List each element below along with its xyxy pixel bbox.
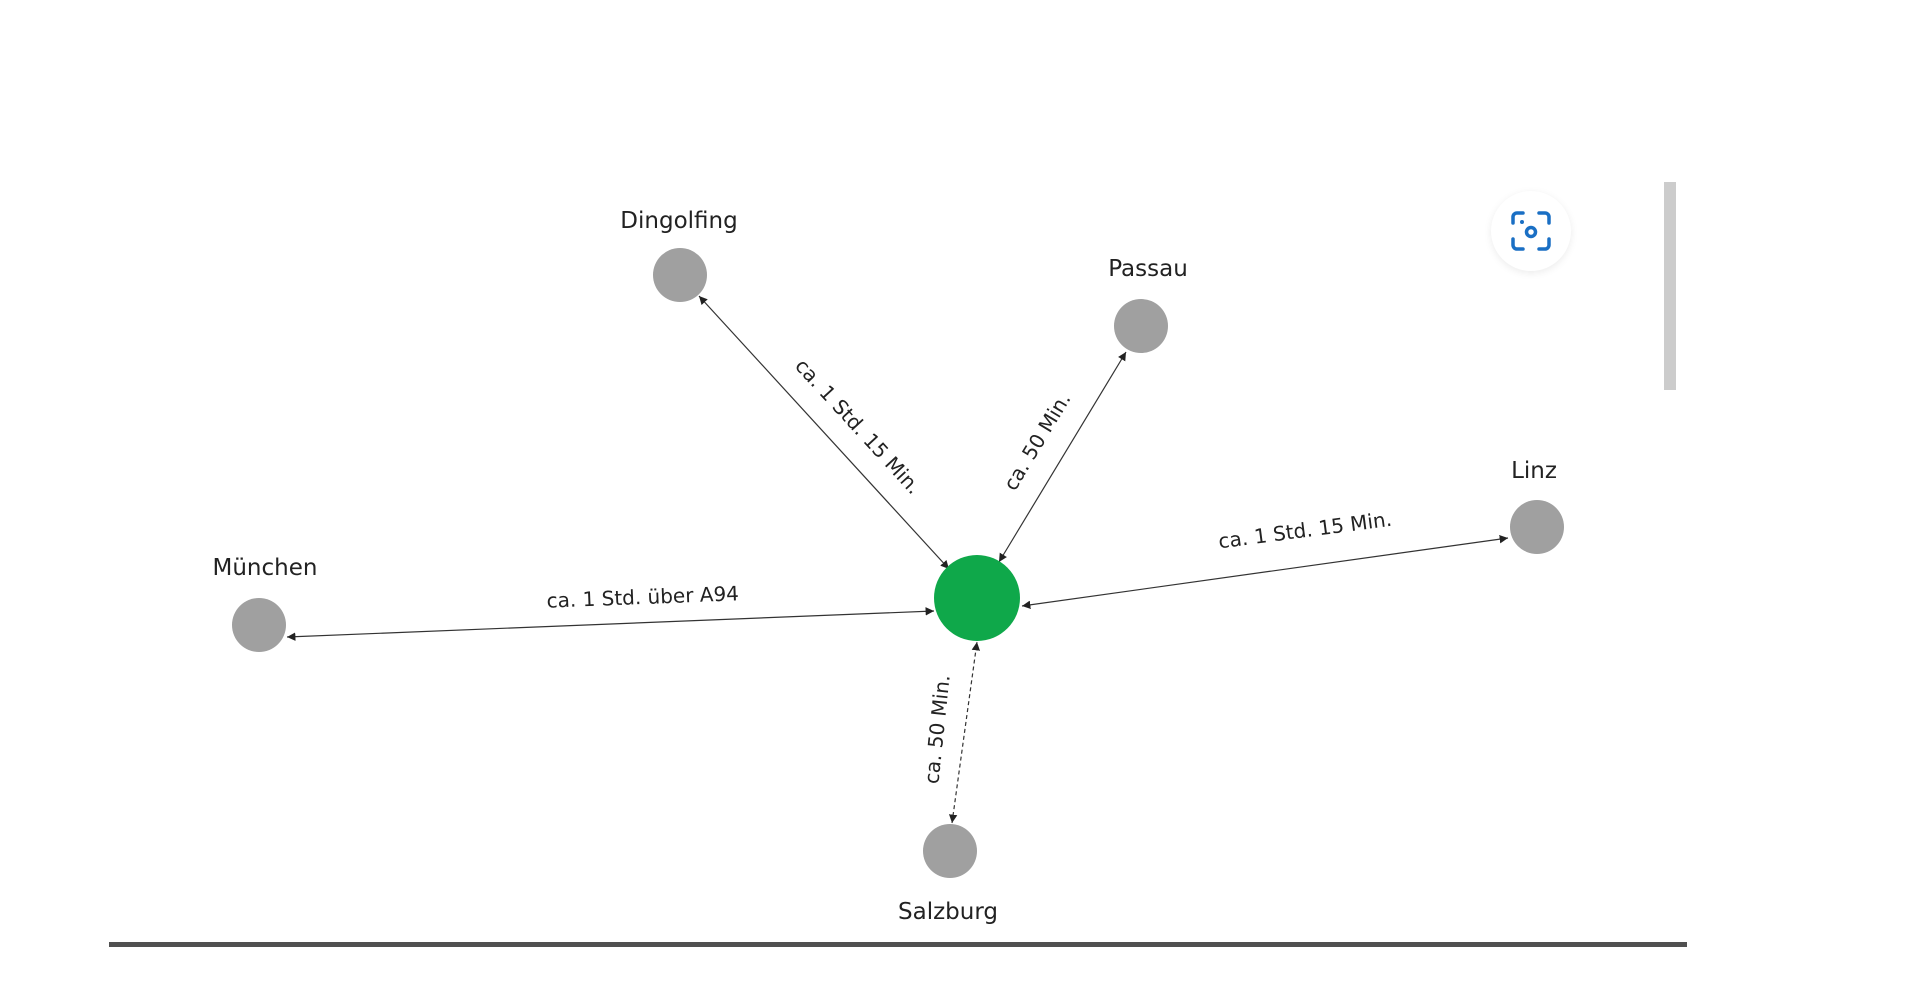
edge-label-salzburg: ca. 50 Min.: [919, 674, 954, 786]
edge-label-passau: ca. 50 Min.: [998, 388, 1075, 494]
node-label-linz: Linz: [1511, 458, 1557, 484]
node-label-dingolfing: Dingolfing: [620, 208, 737, 234]
edge-linz: [1021, 535, 1509, 609]
node-dingolfing[interactable]: [653, 248, 707, 302]
focus-camera-icon: [1511, 211, 1551, 251]
edge-label-linz: ca. 1 Std. 15 Min.: [1217, 507, 1393, 554]
node-passau[interactable]: [1114, 299, 1168, 353]
node-salzburg[interactable]: [923, 824, 977, 878]
node-label-muenchen: München: [213, 555, 318, 581]
node-label-passau: Passau: [1108, 256, 1188, 282]
node-label-salzburg: Salzburg: [898, 899, 998, 925]
edge-muenchen: [286, 607, 935, 641]
edge-salzburg: [948, 641, 981, 824]
edge-label-dingolfing: ca. 1 Std. 15 Min.: [790, 354, 926, 499]
edge-dingolfing: [698, 295, 950, 570]
edge-passau: [998, 351, 1127, 563]
focus-view-button[interactable]: [1491, 191, 1571, 271]
scrollbar[interactable]: [1664, 182, 1676, 390]
node-linz[interactable]: [1510, 500, 1564, 554]
center-node[interactable]: [934, 555, 1020, 641]
edge-label-muenchen: ca. 1 Std. über A94: [546, 581, 739, 612]
node-muenchen[interactable]: [232, 598, 286, 652]
divider: [109, 942, 1687, 947]
